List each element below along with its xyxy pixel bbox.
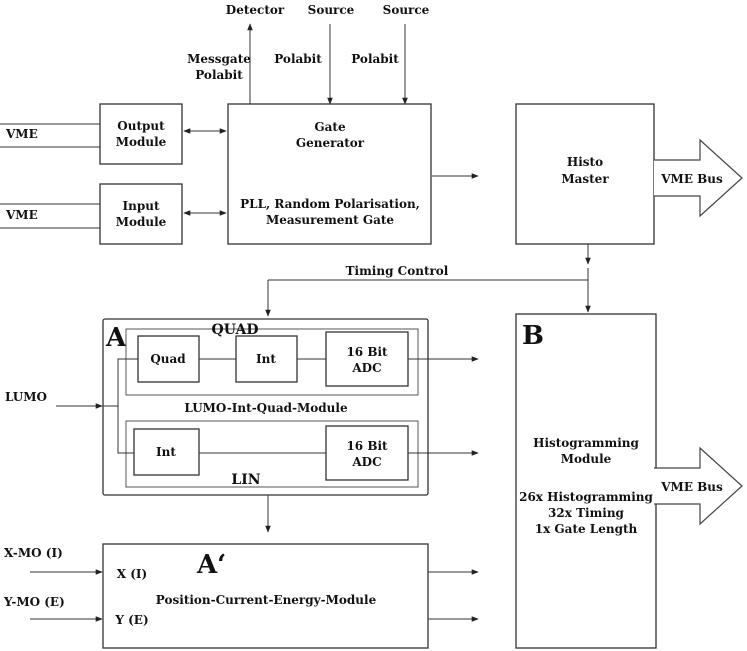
adc-top-line1: 16 Bit <box>346 345 388 359</box>
gate-generator-line2: Generator <box>296 136 365 150</box>
input-module-line2: Module <box>116 215 167 229</box>
module-a-letter: A <box>105 323 127 353</box>
input-module-line1: Input <box>123 199 160 213</box>
messgate-label-2: Polabit <box>195 68 243 82</box>
vme-bus-label-bottom: VME Bus <box>660 480 723 494</box>
vme-bus-label-top: VME Bus <box>660 172 723 186</box>
gate-generator: Gate Generator PLL, Random Polarisation,… <box>227 103 432 245</box>
messgate-label-1: Messgate <box>187 52 251 66</box>
adc-block-top: 16 Bit ADC <box>325 331 409 387</box>
output-module-line1: Output <box>117 119 165 133</box>
module-b-line3: 26x Histogramming <box>519 490 653 504</box>
module-a-name: LUMO-Int-Quad-Module <box>184 401 348 415</box>
input-module: Input Module <box>99 183 183 245</box>
int-block-bottom: Int <box>133 428 200 476</box>
quad-block-label: Quad <box>150 352 186 366</box>
histo-master-line2: Master <box>561 172 609 186</box>
adc-top-line2: ADC <box>351 361 381 375</box>
detector-label: Detector <box>226 3 285 17</box>
adc-bottom-line1: 16 Bit <box>346 439 388 453</box>
timing-control-label: Timing Control <box>346 264 449 278</box>
vme-label-2: VME <box>5 208 38 222</box>
histo-master: Histo Master <box>515 103 655 245</box>
module-a-prime: A‘ X (I) Y (E) Position-Current-Energy-M… <box>102 543 429 649</box>
module-b-line1: Histogramming <box>533 436 639 450</box>
int-block-bottom-label: Int <box>156 445 176 459</box>
histo-master-line1: Histo <box>567 155 603 169</box>
vme-bus-arrow-bottom: VME Bus <box>654 446 743 526</box>
polabit-label-2: Polabit <box>351 52 399 66</box>
adc-bottom-line2: ADC <box>351 455 381 469</box>
int-block-top: Int <box>235 335 298 383</box>
vme-label-1: VME <box>5 127 38 141</box>
module-b: B Histogramming Module 26x Histogramming… <box>515 313 657 649</box>
quad-group-label: QUAD <box>212 322 259 338</box>
source-label-2: Source <box>383 3 430 17</box>
module-a-prime-letter: A‘ <box>196 550 226 580</box>
module-b-line4: 32x Timing <box>548 506 625 520</box>
source-label-1: Source <box>308 3 355 17</box>
lin-group-label: LIN <box>231 472 260 488</box>
polabit-label-1: Polabit <box>274 52 322 66</box>
x-input-label: X (I) <box>117 567 147 581</box>
module-a: A QUAD LIN Quad Int 16 Bit ADC LUMO-Int-… <box>102 318 429 496</box>
module-b-letter: B <box>522 321 544 351</box>
adc-block-bottom: 16 Bit ADC <box>325 425 409 481</box>
module-b-line5: 1x Gate Length <box>535 522 638 536</box>
int-block-top-label: Int <box>256 352 276 366</box>
quad-block: Quad <box>137 335 200 383</box>
gate-generator-line1: Gate <box>314 120 346 134</box>
output-module-line2: Module <box>116 135 167 149</box>
vme-bus-arrow-top: VME Bus <box>654 138 743 218</box>
module-a-prime-name: Position-Current-Energy-Module <box>156 593 377 607</box>
xmo-label: X-MO (I) <box>4 546 63 560</box>
gate-generator-line3: PLL, Random Polarisation, <box>240 197 420 211</box>
module-b-line2: Module <box>561 452 612 466</box>
y-input-label: Y (E) <box>114 613 148 627</box>
output-module: Output Module <box>99 103 183 165</box>
ymo-label: Y-MO (E) <box>3 595 65 609</box>
lumo-label: LUMO <box>5 390 47 404</box>
gate-generator-line4: Measurement Gate <box>266 213 394 227</box>
